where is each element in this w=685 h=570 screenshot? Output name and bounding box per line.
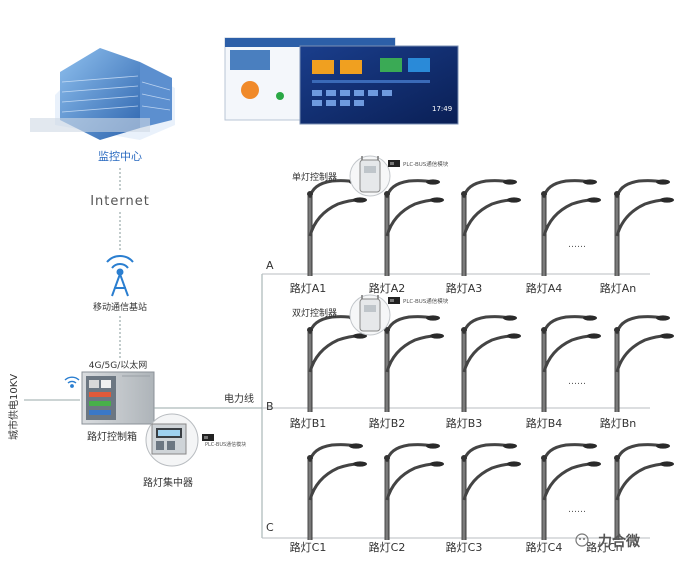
double-lamp-controller-icon: [349, 294, 391, 336]
watermark-logo: [575, 533, 589, 547]
streetlight-label: 路灯Bn: [600, 417, 637, 430]
plc-module-label-b: PLC-BUS通信模块: [403, 297, 449, 305]
base-station-label: 移动通信基站: [93, 301, 147, 313]
streetlight-icon: [305, 441, 369, 542]
streetlight-icon: [539, 177, 603, 278]
streetlight-label: 路灯Cn: [586, 541, 623, 554]
cabinet-plc-chip-icon: [202, 434, 214, 441]
row-a-ellipsis: ……: [568, 240, 586, 250]
row-b-ellipsis: ……: [568, 377, 586, 387]
streetlight-icon: [539, 313, 603, 414]
branch-c-letter: C: [266, 521, 274, 534]
streetlight-icon: [612, 313, 676, 414]
plc-chip-icon-b: [388, 297, 400, 304]
cabinet-plc-module-label: PLC-BUS通信模块: [205, 441, 246, 448]
streetlight-control-cabinet: [81, 371, 155, 425]
streetlight-label: 路灯A2: [369, 282, 406, 295]
dashboard-screen-dark: [299, 45, 459, 125]
single-lamp-controller-label: 单灯控制器: [292, 171, 337, 183]
streetlight-label: 路灯B4: [526, 417, 563, 430]
streetlight-label: 路灯A3: [446, 282, 483, 295]
dashboard-time: 17:49: [432, 105, 452, 113]
wifi-icon: [64, 376, 80, 388]
monitoring-center-building-icon: [30, 48, 175, 140]
streetlight-label: 路灯C1: [290, 541, 327, 554]
streetlight-icon: [382, 441, 446, 542]
plc-chip-icon-a: [388, 160, 400, 167]
streetlight-label: 路灯B3: [446, 417, 483, 430]
internet-label: Internet: [90, 194, 150, 209]
streetlight-label: 路灯B1: [290, 417, 327, 430]
streetlight-icon: [382, 177, 446, 278]
streetlight-label: 路灯A4: [526, 282, 563, 295]
streetlight-label: 路灯A1: [290, 282, 327, 295]
streetlight-icon: [459, 441, 523, 542]
watermark-text: 力合微: [598, 533, 641, 550]
monitoring-center-label: 监控中心: [98, 149, 142, 163]
streetlight-icon: [459, 177, 523, 278]
plc-module-label-a: PLC-BUS通信模块: [403, 160, 449, 168]
streetlight-icon: [612, 441, 676, 542]
concentrator-icon: [145, 413, 199, 467]
streetlight-label: 路灯C4: [526, 541, 563, 554]
streetlight-label: 路灯An: [600, 282, 637, 295]
uplink-label: 4G/5G/以太网: [89, 359, 147, 371]
streetlight-label: 路灯C2: [369, 541, 406, 554]
streetlight-icon: [459, 313, 523, 414]
streetlight-icon: [305, 177, 369, 278]
city-power-supply-label: 城市供电10KV: [7, 374, 20, 440]
branch-b-letter: B: [266, 400, 274, 413]
cabinet-label: 路灯控制箱: [87, 430, 137, 443]
double-lamp-controller-label: 双灯控制器: [292, 307, 337, 319]
streetlight-icon: [382, 313, 446, 414]
row-c-ellipsis: ……: [568, 505, 586, 515]
streetlight-icon: [539, 441, 603, 542]
branch-a-letter: A: [266, 259, 274, 272]
base-station-tower-icon: [106, 255, 134, 297]
streetlight-icon: [612, 177, 676, 278]
power-line-label: 电力线: [224, 392, 254, 405]
streetlight-label: 路灯C3: [446, 541, 483, 554]
concentrator-label: 路灯集中器: [143, 476, 193, 489]
single-lamp-controller-icon: [349, 155, 391, 197]
streetlight-label: 路灯B2: [369, 417, 406, 430]
